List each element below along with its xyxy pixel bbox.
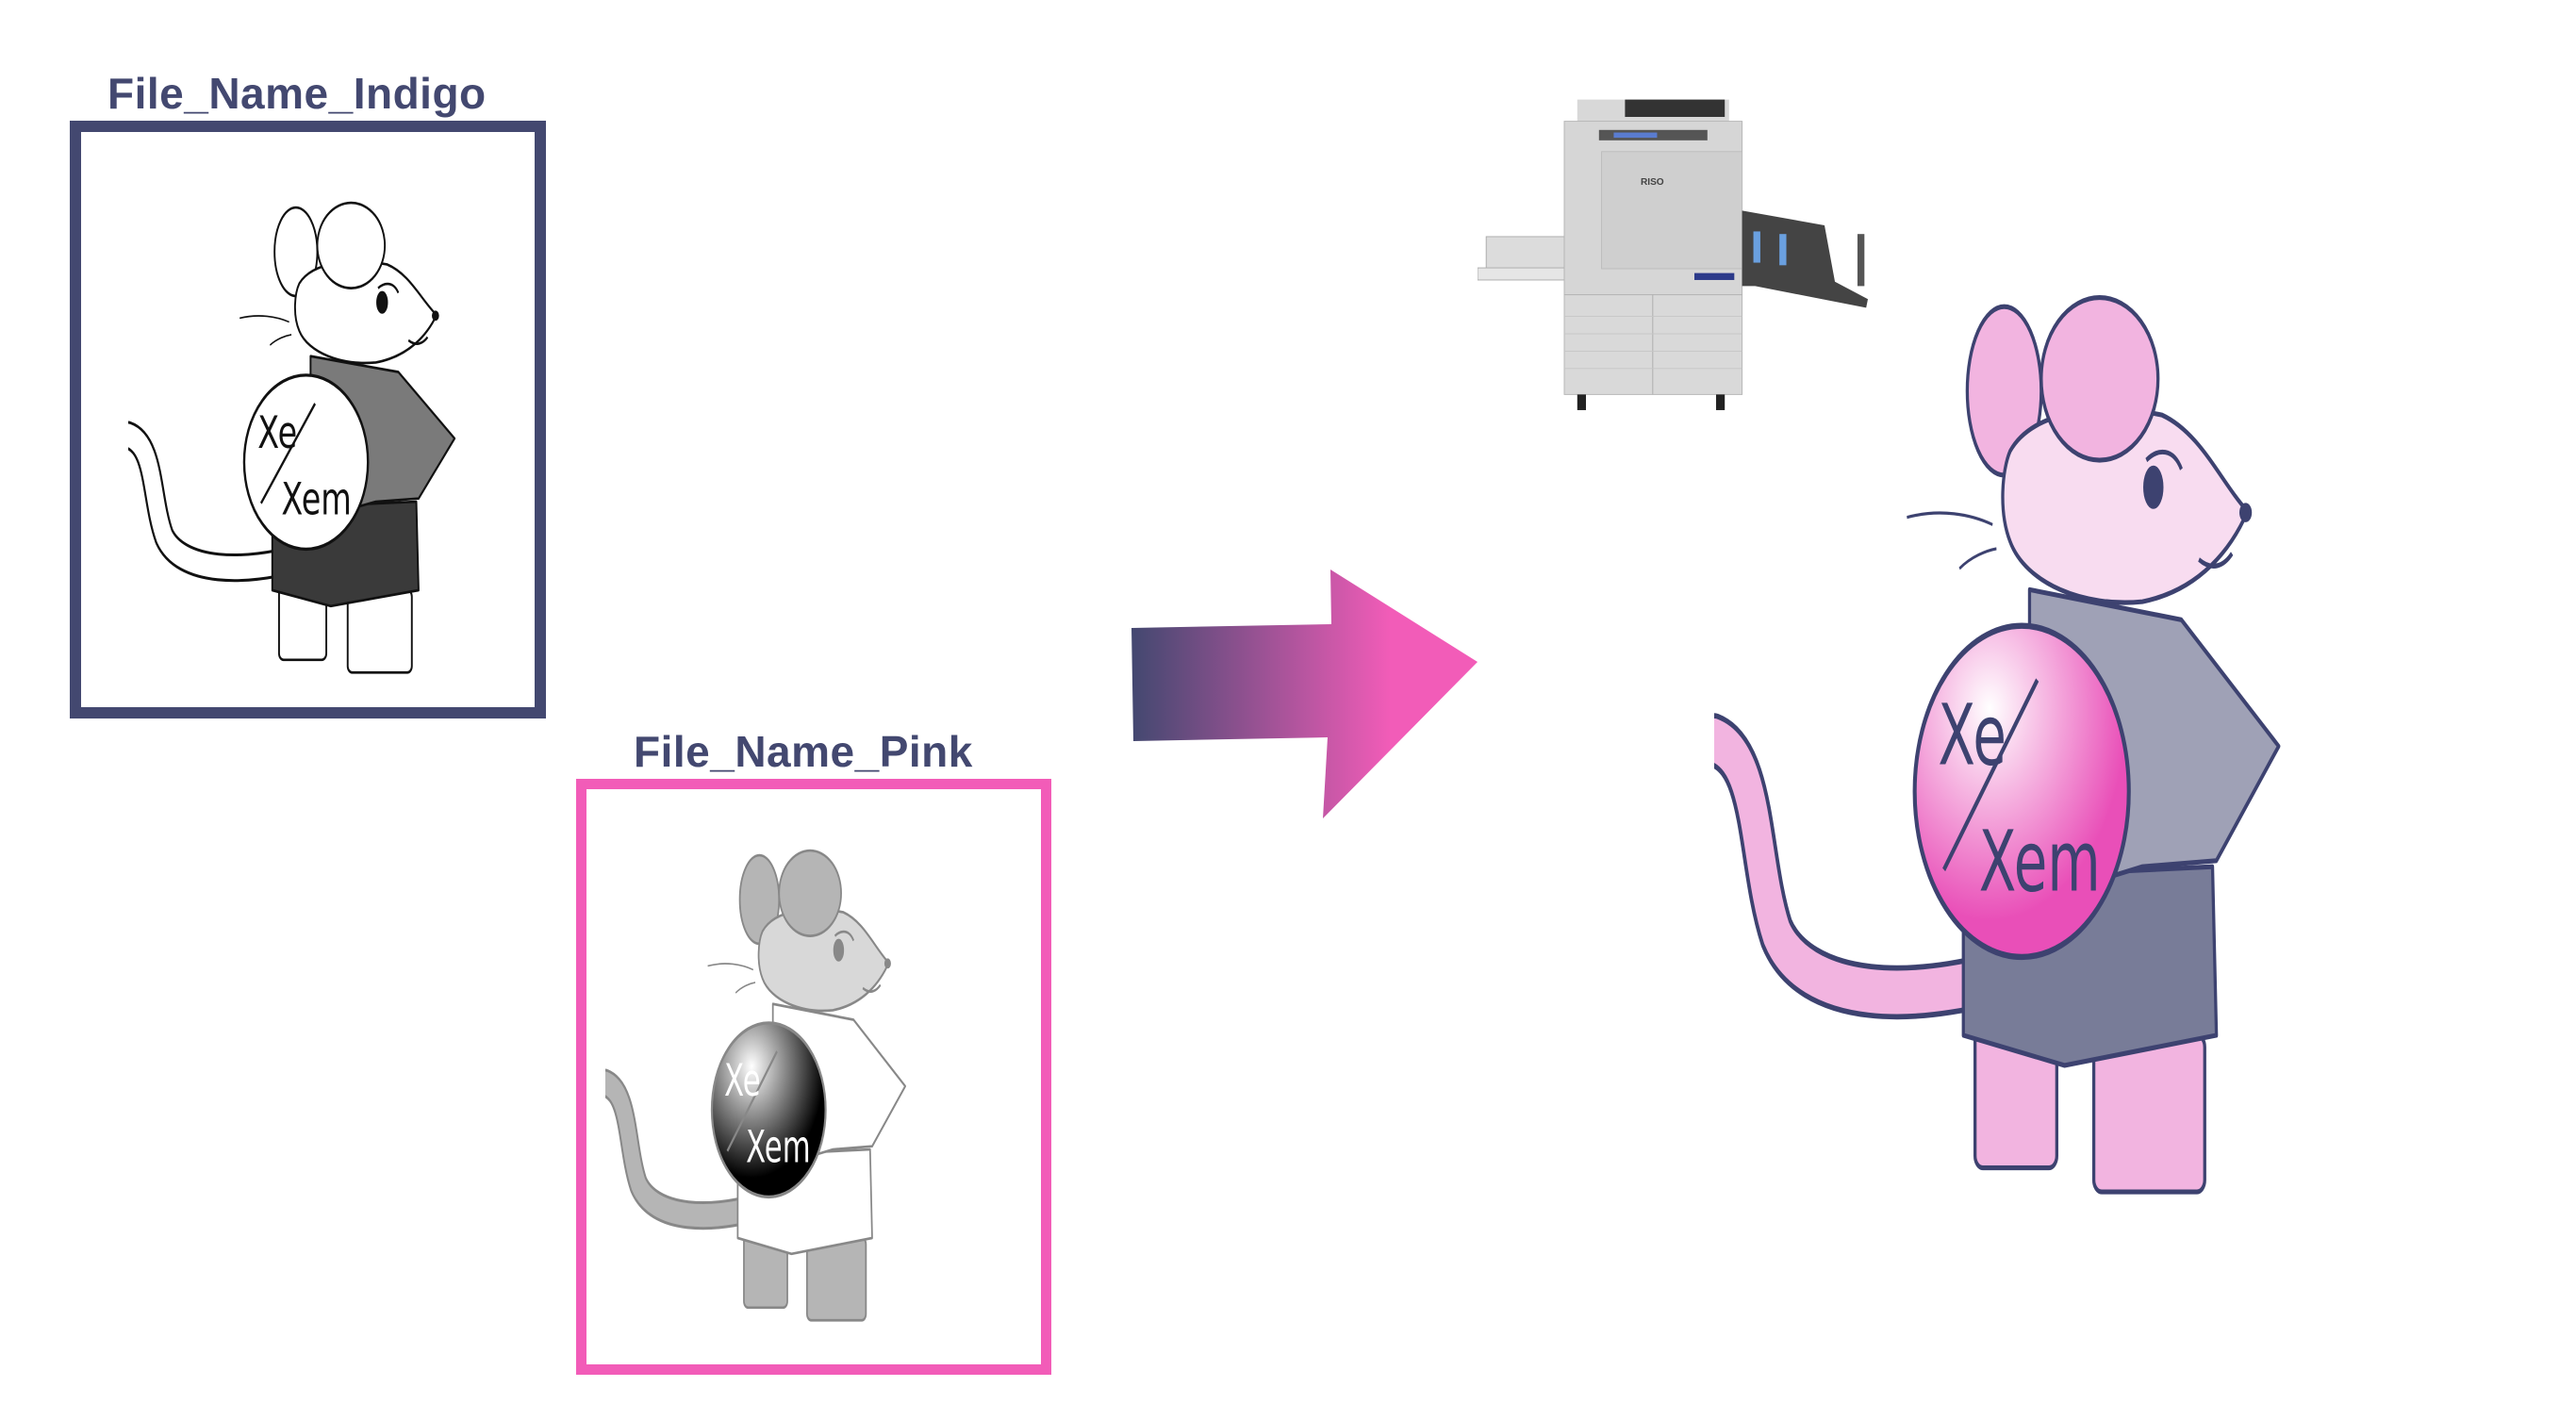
shield bbox=[1912, 622, 2131, 961]
printer-image: RISO bbox=[1478, 74, 1911, 421]
ear-front bbox=[316, 201, 387, 289]
nose bbox=[2239, 503, 2253, 522]
file-preview-indigo[interactable]: Xe Xem bbox=[70, 121, 546, 718]
mouse-illustration-pink-print: Xe Xem bbox=[1714, 289, 2318, 1222]
leg-right bbox=[346, 588, 413, 674]
file-label-indigo: File_Name_Indigo bbox=[107, 69, 487, 118]
leg-right bbox=[805, 1236, 867, 1322]
eye bbox=[2143, 465, 2164, 509]
file-label-pink: File_Name_Pink bbox=[634, 727, 973, 776]
file-preview-pink[interactable]: Xe Xem bbox=[576, 779, 1051, 1375]
printer-brand-logo: RISO bbox=[1641, 177, 1664, 188]
mouse-illustration-grayscale: Xe Xem bbox=[605, 846, 926, 1336]
eye bbox=[376, 290, 388, 314]
eye bbox=[833, 938, 845, 962]
shield bbox=[710, 1021, 827, 1199]
shield-text-bottom: Xem bbox=[281, 473, 351, 525]
shield-text-bottom: Xem bbox=[1979, 813, 2101, 912]
nose bbox=[432, 310, 439, 322]
shield-text-top: Xe bbox=[257, 406, 297, 458]
shield-text-top: Xe bbox=[1938, 685, 2006, 784]
ear-front bbox=[2039, 295, 2160, 463]
leg-right bbox=[2091, 1032, 2206, 1195]
ear-front bbox=[778, 849, 842, 937]
shield-text-top: Xe bbox=[724, 1055, 761, 1106]
mouse-illustration-lineart: Xe Xem bbox=[128, 198, 477, 688]
arrow-icon bbox=[1131, 570, 1478, 818]
shield-text-bottom: Xem bbox=[746, 1122, 810, 1173]
shield bbox=[242, 373, 370, 552]
nose bbox=[883, 958, 891, 969]
